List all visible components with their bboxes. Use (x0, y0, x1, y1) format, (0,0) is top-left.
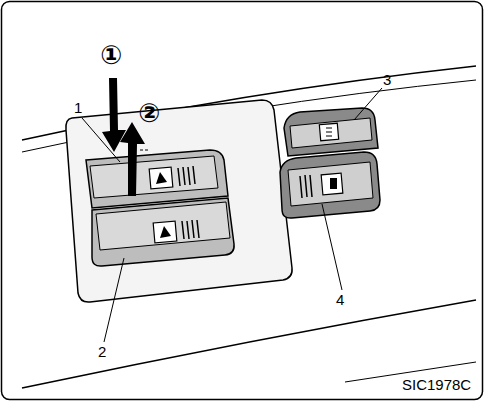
figure-code: SIC1978C (402, 377, 471, 392)
callout-number: 4 (336, 292, 344, 307)
direction-marker: ② (138, 100, 160, 126)
callout-number: 2 (98, 344, 106, 359)
callout-number: 3 (383, 72, 391, 87)
direction-marker: ① (100, 42, 122, 68)
callout-number: 1 (74, 100, 82, 115)
